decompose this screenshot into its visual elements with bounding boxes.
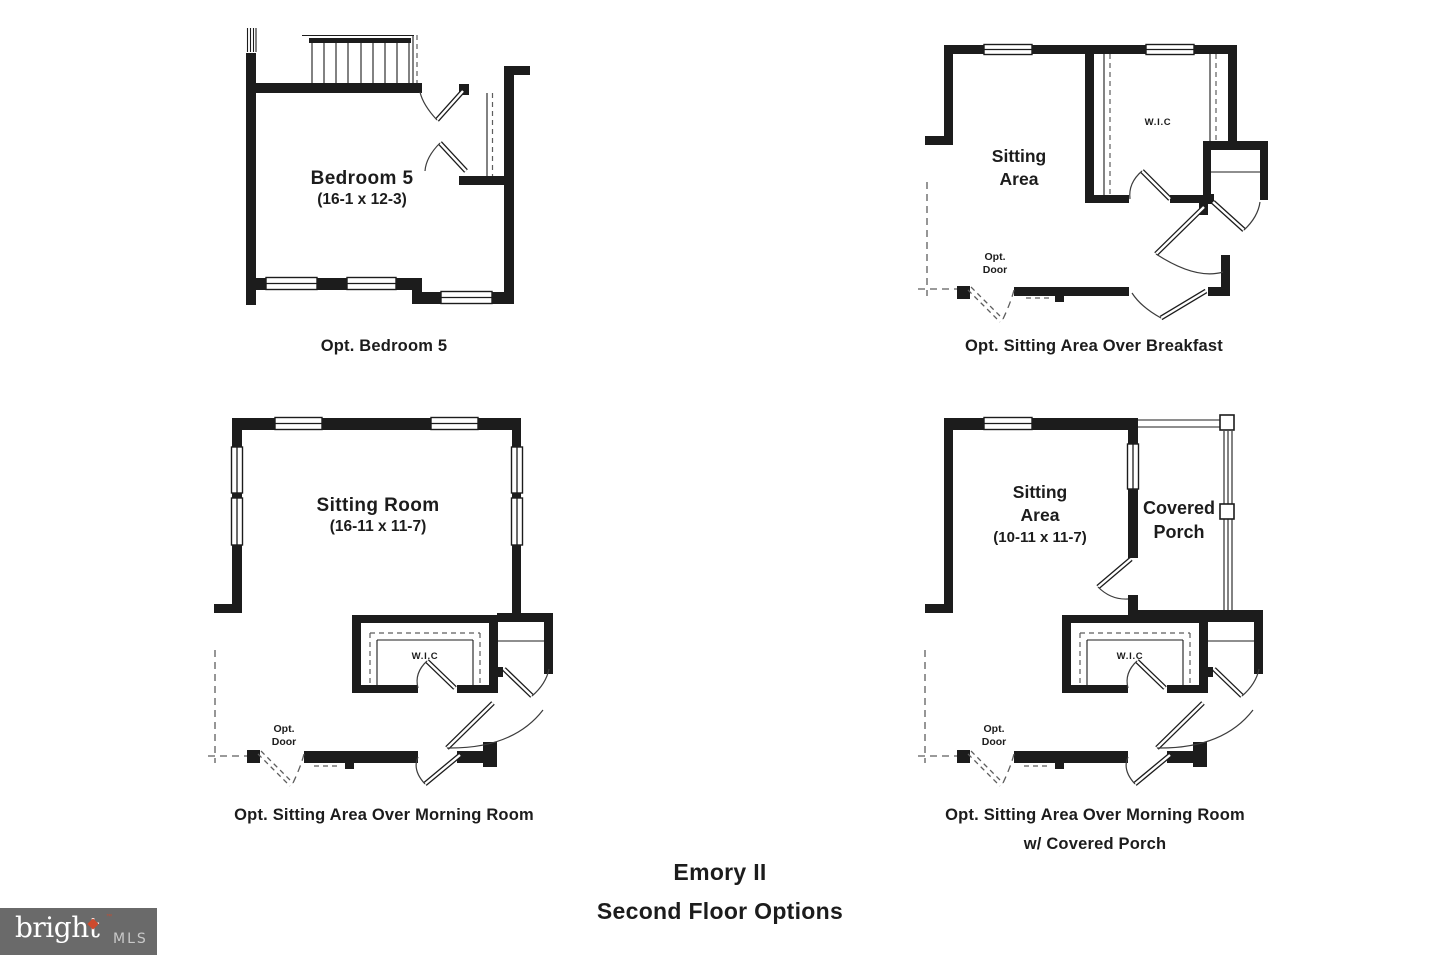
closet-rod-lines bbox=[1103, 54, 1260, 195]
opt-door-swing-icon bbox=[967, 286, 1015, 323]
room-dims-bedroom5: (16-1 x 12-3) bbox=[317, 191, 407, 208]
wall-break-hatch-icon bbox=[246, 28, 257, 52]
caption-bedroom5: Opt. Bedroom 5 bbox=[320, 337, 448, 355]
sill-ticks bbox=[1024, 763, 1064, 769]
room-label-line1: Sitting bbox=[1012, 482, 1068, 502]
window-icon bbox=[346, 276, 397, 291]
walls bbox=[925, 418, 1263, 767]
wic-dashed-outline bbox=[369, 632, 544, 685]
opt-door-label-morning-porch: Opt. Door bbox=[982, 723, 1007, 749]
opt-area-dashed-boundary bbox=[208, 650, 247, 763]
window-icon bbox=[274, 416, 323, 431]
opt-door-line2: Door bbox=[271, 736, 297, 748]
window-icon bbox=[1126, 443, 1140, 490]
opt-area-dashed-boundary bbox=[918, 182, 957, 296]
double-door-swing-icon bbox=[419, 89, 468, 173]
trademark-symbol: ™ bbox=[106, 914, 112, 920]
room-label-bedroom5: Bedroom 5 bbox=[310, 168, 414, 189]
window-icon bbox=[983, 43, 1033, 56]
porch-label: Covered Porch bbox=[1143, 496, 1215, 544]
brightmls-logo: bright ™ MLS bbox=[0, 908, 157, 955]
porch-door-swing-icon bbox=[1096, 557, 1133, 600]
door-swing-icon bbox=[1126, 659, 1167, 690]
sill-ticks bbox=[314, 763, 354, 769]
entry-door-swing-icon bbox=[415, 701, 544, 786]
opt-door-swing-icon bbox=[257, 750, 305, 787]
entry-door-swing-icon bbox=[1131, 205, 1224, 321]
closet-label-morning-porch: W.I.C bbox=[1116, 651, 1144, 662]
brightmls-wordmark: bright bbox=[15, 911, 100, 944]
room-label-sitting-room: Sitting Room bbox=[316, 495, 440, 516]
window-icon bbox=[510, 446, 524, 494]
door-swing-icon bbox=[502, 667, 550, 698]
window-icon bbox=[440, 290, 493, 305]
door-swing-icon bbox=[1212, 667, 1260, 698]
room-label-line2: Area bbox=[1020, 505, 1060, 525]
porch-label-line1: Covered bbox=[1142, 498, 1216, 518]
door-swing-icon bbox=[416, 659, 457, 690]
caption-morning-porch-line2: w/ Covered Porch bbox=[1023, 835, 1167, 853]
mls-label: MLS bbox=[113, 931, 148, 947]
wic-dashed-outline bbox=[1079, 632, 1254, 685]
opt-door-line1: Opt. bbox=[984, 251, 1006, 263]
door-swing-icon bbox=[1211, 200, 1261, 232]
walls bbox=[925, 45, 1268, 299]
closet-label-morning: W.I.C bbox=[411, 651, 439, 662]
window-icon bbox=[265, 276, 318, 291]
plan-morning bbox=[208, 416, 553, 787]
opt-door-line1: Opt. bbox=[273, 723, 295, 735]
window-icon bbox=[510, 497, 524, 546]
window-icon bbox=[430, 416, 479, 431]
caption-morning-porch-line1: Opt. Sitting Area Over Morning Room bbox=[945, 806, 1245, 824]
plan-bedroom5 bbox=[246, 28, 530, 305]
opt-door-label-breakfast: Opt. Door bbox=[983, 251, 1008, 277]
sheet-title-line1: Emory II bbox=[673, 859, 767, 885]
sill-ticks bbox=[1026, 296, 1064, 302]
window-icon bbox=[230, 446, 244, 494]
room-dims-sitting-room: (16-11 x 11-7) bbox=[329, 518, 427, 535]
stairs-icon bbox=[302, 34, 418, 83]
opt-door-label-morning: Opt. Door bbox=[272, 723, 297, 749]
closet-rod-lines bbox=[486, 93, 494, 176]
plan-breakfast bbox=[918, 43, 1268, 323]
door-swing-icon bbox=[1129, 169, 1172, 201]
window-icon bbox=[983, 416, 1033, 431]
room-label-sitting-area-breakfast: Sitting Area bbox=[992, 145, 1046, 191]
room-label-line2: Area bbox=[999, 169, 1039, 189]
sheet-title-line2: Second Floor Options bbox=[596, 898, 844, 924]
caption-breakfast: Opt. Sitting Area Over Breakfast bbox=[965, 337, 1223, 355]
porch-rail-lines bbox=[1138, 414, 1235, 610]
room-dims-sitting-area-porch: (10-11 x 11-7) bbox=[993, 529, 1087, 546]
plan-morning-porch bbox=[918, 414, 1263, 787]
opt-area-dashed-boundary bbox=[918, 650, 957, 763]
room-label-sitting-area-porch: Sitting Area bbox=[1013, 481, 1067, 527]
caption-morning: Opt. Sitting Area Over Morning Room bbox=[234, 806, 534, 824]
opt-door-line1: Opt. bbox=[983, 723, 1005, 735]
opt-door-swing-icon bbox=[967, 750, 1015, 787]
opt-door-line2: Door bbox=[982, 264, 1008, 276]
closet-label-breakfast: W.I.C bbox=[1144, 117, 1172, 128]
walls bbox=[214, 418, 553, 767]
opt-door-line2: Door bbox=[981, 736, 1007, 748]
window-icon bbox=[1145, 43, 1195, 56]
room-label-line1: Sitting bbox=[991, 146, 1047, 166]
entry-door-swing-icon bbox=[1125, 701, 1254, 786]
window-icon bbox=[230, 497, 244, 546]
porch-label-line2: Porch bbox=[1153, 522, 1205, 542]
